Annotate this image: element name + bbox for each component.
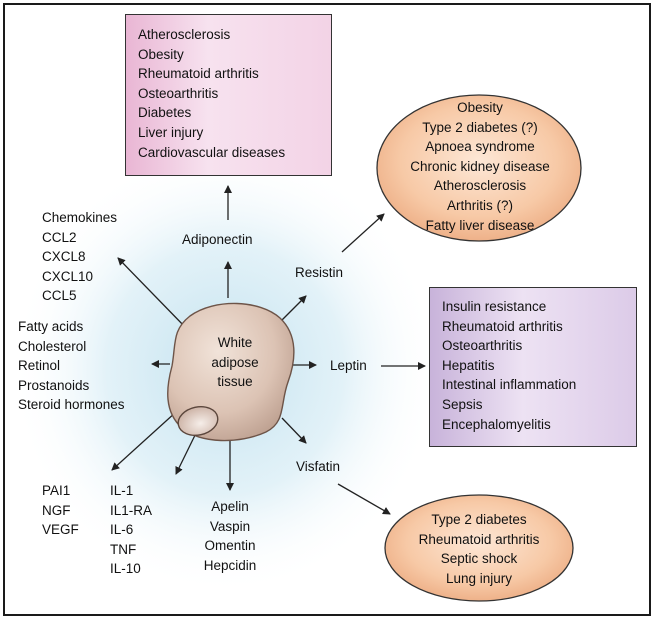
chemokines-list: Chemokines CCL2 CXCL8 CXCL10 CCL5 bbox=[42, 208, 117, 306]
list-item: Omentin bbox=[204, 538, 256, 554]
leptin-disease-list: Insulin resistance Rheumatoid arthritis … bbox=[442, 297, 576, 434]
disease-item: Intestinal inflammation bbox=[442, 377, 577, 393]
list-item: IL-10 bbox=[110, 561, 141, 577]
disease-item: Type 2 diabetes bbox=[431, 512, 527, 527]
disease-item: Atherosclerosis bbox=[138, 27, 231, 42]
list-item: Vaspin bbox=[209, 518, 251, 534]
disease-item: Type 2 diabetes (?) bbox=[422, 119, 538, 135]
leptin-label: Leptin bbox=[330, 358, 367, 373]
resistin-disease-ellipse bbox=[376, 94, 582, 242]
adiponectin-disease-list: Atherosclerosis Obesity Rheumatoid arthr… bbox=[138, 25, 285, 162]
arrow-resistin-disease bbox=[341, 213, 385, 253]
disease-item: Rheumatoid arthritis bbox=[138, 66, 259, 82]
disease-item: Insulin resistance bbox=[442, 299, 547, 314]
disease-item: Apnoea syndrome bbox=[425, 139, 535, 155]
list-item: Retinol bbox=[18, 358, 61, 374]
disease-item: Rheumatoid arthritis bbox=[418, 531, 540, 547]
visfatin-disease-ellipse bbox=[384, 494, 574, 602]
disease-item: Rheumatoid arthritis bbox=[442, 318, 563, 334]
list-item: Prostanoids bbox=[18, 377, 90, 393]
list-item: IL-6 bbox=[110, 522, 134, 538]
visfatin-label: Visfatin bbox=[296, 459, 341, 474]
figure-frame bbox=[3, 3, 651, 616]
growth-factors-list: PAI1 NGF VEGF bbox=[42, 481, 79, 540]
list-item: VEGF bbox=[42, 522, 79, 538]
disease-item: Fatty liver disease bbox=[425, 217, 535, 233]
list-item: Apelin bbox=[211, 499, 249, 514]
cell-label: White adipose tissue bbox=[211, 335, 259, 390]
list-item: Cholesterol bbox=[18, 338, 87, 354]
visfatin-disease-list: Type 2 diabetes Rheumatoid arthritis Sep… bbox=[385, 510, 573, 588]
list-item: CXCL8 bbox=[42, 249, 86, 265]
chemokines-heading: Chemokines bbox=[42, 210, 118, 225]
disease-item: Sepsis bbox=[442, 396, 483, 412]
adipokines-list: Apelin Vaspin Omentin Hepcidin bbox=[186, 497, 274, 575]
list-item: Hepcidin bbox=[203, 557, 257, 573]
disease-item: Liver injury bbox=[138, 124, 204, 140]
leptin-disease-box bbox=[429, 287, 637, 447]
arrow-to-growth-factors bbox=[111, 411, 177, 471]
disease-item: Diabetes bbox=[138, 105, 192, 121]
list-item: TNF bbox=[110, 541, 137, 557]
disease-item: Osteoarthritis bbox=[442, 338, 523, 354]
lipids-list: Fatty acids Cholesterol Retinol Prostano… bbox=[18, 317, 125, 415]
list-item: Fatty acids bbox=[18, 319, 84, 334]
list-item: IL-1 bbox=[110, 483, 134, 498]
arrows bbox=[111, 185, 426, 515]
list-item: PAI1 bbox=[42, 483, 71, 498]
disease-item: Obesity bbox=[457, 100, 503, 115]
arrow-visfatin-disease bbox=[337, 483, 391, 515]
list-item: CXCL10 bbox=[42, 268, 94, 284]
arrow-to-visfatin bbox=[281, 417, 307, 444]
adiponectin-disease-box bbox=[125, 14, 332, 176]
disease-item: Hepatitis bbox=[442, 357, 495, 373]
disease-item: Atherosclerosis bbox=[433, 178, 527, 194]
disease-item: Septic shock bbox=[440, 551, 518, 567]
cytokines-list: IL-1 IL1-RA IL-6 TNF IL-10 bbox=[110, 481, 152, 579]
disease-item: Cardiovascular diseases bbox=[138, 144, 286, 160]
disease-item: Arthritis (?) bbox=[446, 197, 513, 213]
list-item: CCL2 bbox=[42, 229, 77, 245]
disease-item: Encephalomyelitis bbox=[442, 416, 551, 432]
disease-item: Chronic kidney disease bbox=[410, 158, 550, 174]
disease-item: Obesity bbox=[138, 46, 184, 62]
list-item: CCL5 bbox=[42, 288, 77, 304]
disease-item: Osteoarthritis bbox=[138, 85, 219, 101]
arrow-to-resistin bbox=[281, 295, 307, 321]
list-item: Steroid hormones bbox=[18, 397, 125, 413]
adiponectin-label: Adiponectin bbox=[182, 232, 253, 247]
resistin-disease-list: Obesity Type 2 diabetes (?) Apnoea syndr… bbox=[380, 98, 580, 235]
resistin-label: Resistin bbox=[295, 265, 344, 280]
list-item: IL1-RA bbox=[110, 502, 153, 518]
disease-item: Lung injury bbox=[445, 570, 513, 586]
arrow-to-chemokines bbox=[117, 257, 189, 331]
cell-nucleus bbox=[177, 405, 219, 437]
list-item: NGF bbox=[42, 502, 71, 518]
